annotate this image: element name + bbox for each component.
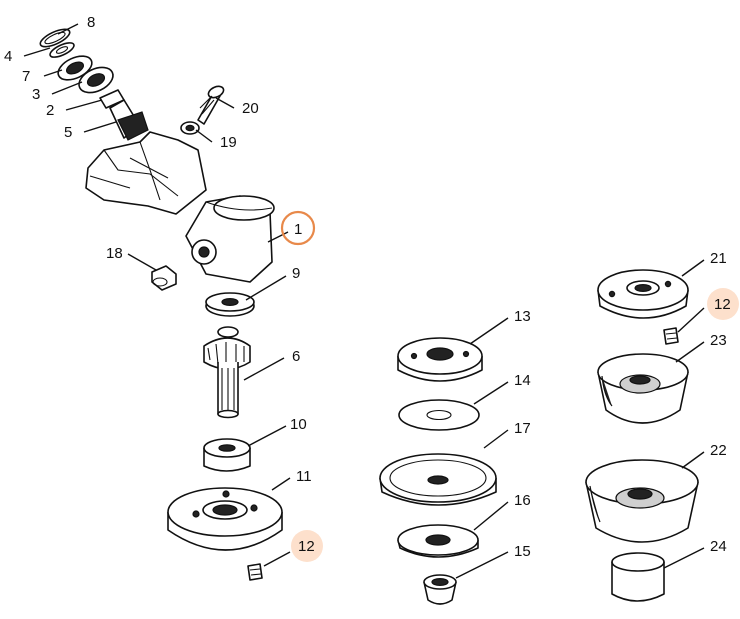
part-9-bearing[interactable]: [205, 292, 255, 317]
part-16-spline-washer[interactable]: [397, 524, 479, 558]
part-15-nut[interactable]: [423, 574, 457, 605]
label-16[interactable]: 16: [514, 492, 531, 509]
label-23[interactable]: 23: [710, 332, 727, 349]
part-8-snap-ring[interactable]: [38, 26, 72, 50]
label-1[interactable]: 1: [294, 221, 302, 238]
label-20[interactable]: 20: [242, 100, 259, 117]
label-15[interactable]: 15: [514, 543, 531, 560]
part-13-thrust-plate[interactable]: [397, 337, 483, 382]
part-5-bevel-pinion[interactable]: [109, 99, 149, 141]
label-7[interactable]: 7: [22, 68, 30, 85]
label-9[interactable]: 9: [292, 265, 300, 282]
part-21-cover[interactable]: [597, 269, 689, 319]
gear-housing[interactable]: [85, 131, 275, 283]
label-12-upper[interactable]: 12: [714, 296, 731, 313]
label-18[interactable]: 18: [106, 245, 123, 262]
part-23-cup[interactable]: [597, 353, 689, 424]
highlight-marker-12-upper[interactable]: [707, 288, 739, 320]
label-2[interactable]: 2: [46, 102, 54, 119]
label-17[interactable]: 17: [514, 420, 531, 437]
part-7-bearing[interactable]: [54, 51, 95, 84]
label-6[interactable]: 6: [292, 348, 300, 365]
label-3[interactable]: 3: [32, 86, 40, 103]
part-19-washer[interactable]: [180, 121, 200, 135]
label-11[interactable]: 11: [296, 468, 312, 485]
part-11-flange-cover[interactable]: [167, 487, 283, 551]
label-12-lower[interactable]: 12: [298, 538, 315, 555]
label-4[interactable]: 4: [4, 48, 12, 65]
label-22[interactable]: 22: [710, 442, 727, 459]
highlight-ring: [280, 210, 316, 246]
label-8[interactable]: 8: [87, 14, 95, 31]
part-number-labels: 8 4 7 3 2 5 20 19 18 1 9 6 10 11 12 13 1…: [4, 14, 731, 560]
part-12-screw-lower[interactable]: [247, 563, 263, 581]
part-4-washer[interactable]: [48, 40, 76, 60]
label-21[interactable]: 21: [710, 250, 727, 267]
label-13[interactable]: 13: [514, 308, 531, 325]
part-22-cup[interactable]: [585, 459, 699, 543]
part-20-screw[interactable]: [197, 84, 225, 125]
label-19[interactable]: 19: [220, 134, 237, 151]
part-17-disc[interactable]: [379, 453, 497, 506]
part-18-plug[interactable]: [151, 265, 177, 291]
gear-head-assembly: [38, 26, 283, 581]
part-12-screw-upper[interactable]: [663, 327, 679, 345]
label-5[interactable]: 5: [64, 124, 72, 141]
label-24[interactable]: 24: [710, 538, 727, 555]
part-24-sleeve[interactable]: [611, 552, 665, 602]
part-6-gear-shaft[interactable]: [203, 326, 251, 419]
part-14-washer[interactable]: [398, 399, 480, 431]
highlight-dot: [291, 530, 323, 562]
highlight-dot: [707, 288, 739, 320]
label-10[interactable]: 10: [290, 416, 307, 433]
leader-lines: [23, 23, 705, 579]
mowing-head-stack: [379, 337, 497, 605]
part-3-bearing[interactable]: [75, 62, 117, 97]
highlight-marker-12-lower[interactable]: [291, 530, 323, 562]
right-parts-stack: [585, 269, 699, 602]
highlight-marker-1[interactable]: [280, 210, 316, 246]
label-14[interactable]: 14: [514, 372, 531, 389]
part-10-bearing[interactable]: [203, 438, 251, 472]
